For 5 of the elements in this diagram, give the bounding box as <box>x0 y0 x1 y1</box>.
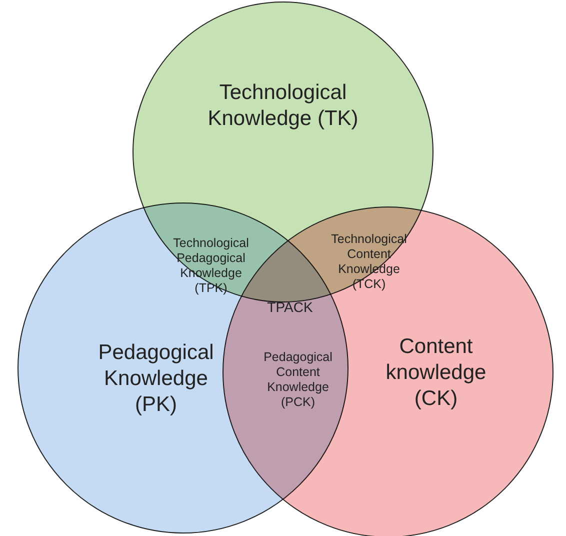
overlap-label: Pedagogical Content Knowledge (PCK) <box>262 350 334 410</box>
region-label: Technological Knowledge (TK) <box>206 80 360 132</box>
region-label: Content knowledge (CK) <box>384 334 488 412</box>
region-label: Pedagogical Knowledge (PK) <box>97 340 215 418</box>
overlap-label: TPACK <box>266 300 314 315</box>
